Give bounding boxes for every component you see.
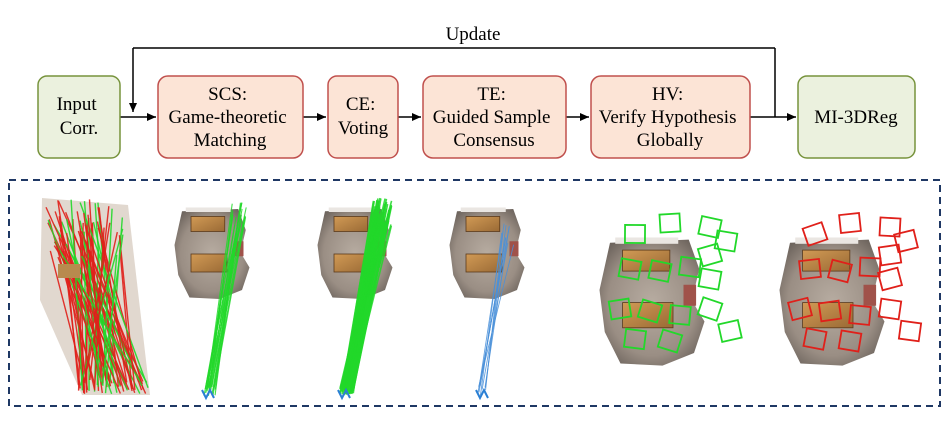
update-loop: Update: [129, 24, 776, 117]
node-ce: CE: Voting: [327, 75, 399, 159]
green-hypothesis-boxes-icon: [607, 212, 743, 354]
node-input-line1: Input: [57, 94, 98, 115]
svg-text:Input Corr.: Input Corr.: [57, 94, 102, 139]
node-hv-line2: Verify Hypothesis: [599, 107, 737, 128]
panel-te-result: [449, 207, 525, 401]
node-ce-line1: CE:: [346, 94, 376, 115]
svg-text:MI-3DReg: MI-3DReg: [814, 107, 898, 128]
update-label: Update: [446, 24, 501, 45]
svg-text:CE: Voting: CE: Voting: [338, 94, 389, 139]
svg-text:HV: Verify Hypothesis: HV: Verify Hypothesis Globally: [599, 84, 741, 151]
panel-scs-result: [174, 202, 250, 401]
node-hv-line3: Globally: [637, 130, 704, 151]
red-hypothesis-boxes-icon: [786, 211, 923, 353]
node-scs: SCS: Game-theoretic Matching: [157, 75, 304, 159]
node-te-line3: Consensus: [453, 130, 534, 151]
svg-text:SCS: Game-theoretic: SCS: Game-theoretic Matching: [169, 84, 292, 151]
red-green-correspondence-lines-icon: [40, 198, 150, 395]
node-output-line1: MI-3DReg: [814, 107, 898, 128]
node-hv-line1: HV:: [652, 84, 683, 105]
node-scs-line1: SCS:: [208, 84, 247, 105]
dense-green-correspondence-lines-icon: [337, 197, 393, 401]
panel-hv-result: [599, 212, 743, 366]
svg-text:TE: Guided Sample: TE: Guided Sample Consensus: [433, 84, 555, 151]
panel-final-result: [779, 211, 923, 366]
panel-ce-result: [317, 197, 393, 401]
green-correspondence-lines-icon: [201, 202, 247, 401]
node-te-line1: TE:: [477, 84, 506, 105]
blue-correspondence-lines-icon: [475, 223, 515, 401]
node-input-line2: Corr.: [60, 118, 99, 139]
node-te: TE: Guided Sample Consensus: [422, 75, 567, 159]
node-input: Input Corr.: [37, 75, 121, 159]
results-panel-border: [8, 179, 941, 407]
node-hv: HV: Verify Hypothesis Globally: [590, 75, 751, 159]
node-ce-line2: Voting: [338, 118, 389, 139]
node-scs-line2: Game-theoretic: [169, 107, 287, 128]
panel-input-correspondences: [40, 198, 150, 395]
scan-te-icon: [449, 207, 525, 299]
node-te-line2: Guided Sample: [433, 107, 551, 128]
node-output: MI-3DReg: [797, 75, 916, 159]
node-scs-line3: Matching: [194, 130, 267, 151]
